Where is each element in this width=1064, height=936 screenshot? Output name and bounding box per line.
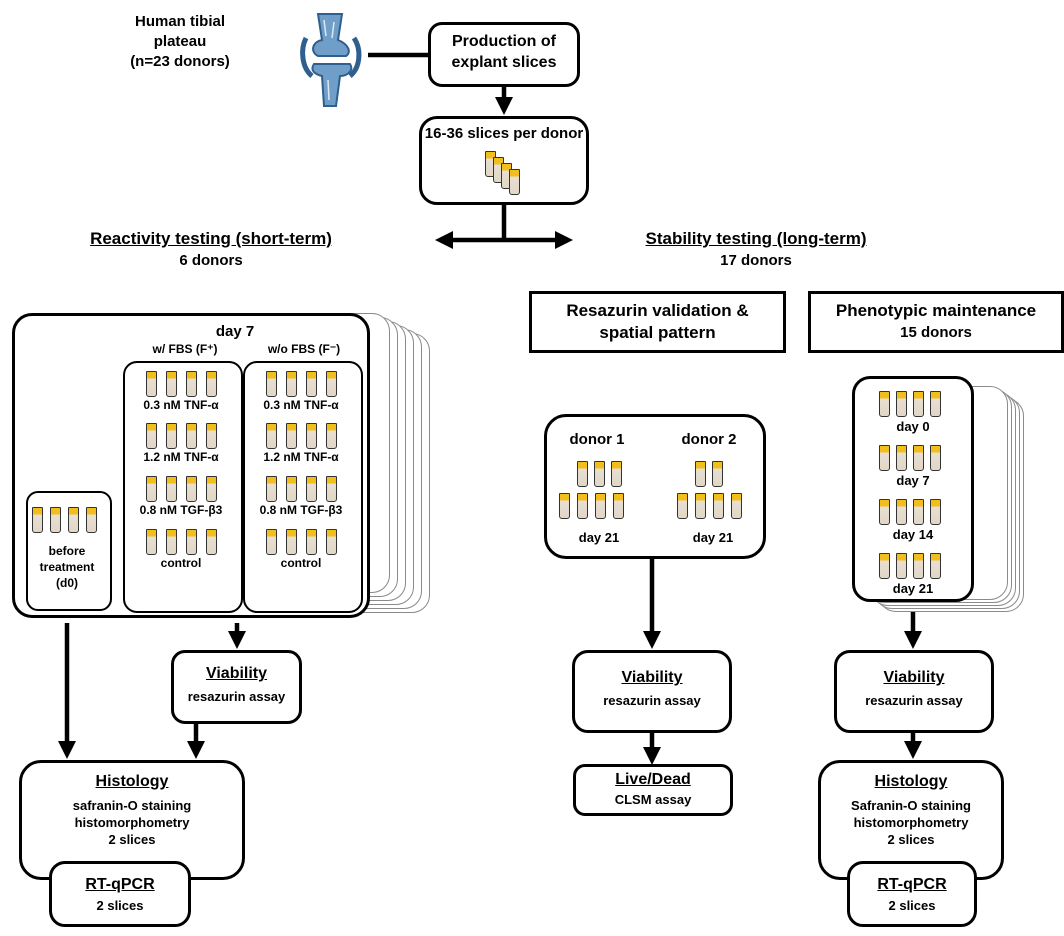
tube-row xyxy=(266,476,344,504)
viability-title: Viability xyxy=(205,665,268,682)
phenotypic-title: Phenotypic maintenance xyxy=(835,301,1037,320)
treatment-label: control xyxy=(280,556,322,570)
fbs-neg-panel: 0.3 nM TNF-α 1.2 nM TNF-α 0.8 nM TGF-β3 … xyxy=(243,361,363,613)
treatment-label: 0.8 nM TGF-β3 xyxy=(259,503,343,517)
viability-box-reactivity: Viability resazurin assay xyxy=(171,650,302,724)
livedead-box: Live/Dead CLSM assay xyxy=(573,764,733,816)
histology-title: Histology xyxy=(874,773,948,790)
donor2-day-label: day 21 xyxy=(692,530,734,545)
treatment-label: 0.3 nM TNF-α xyxy=(143,398,219,412)
tube-row xyxy=(266,529,344,557)
tube-row xyxy=(879,445,949,473)
rtqpcr-sub: 2 slices xyxy=(888,898,936,913)
before-line3: (d0) xyxy=(56,576,78,590)
histology-title: Histology xyxy=(95,773,169,790)
tube-row xyxy=(879,391,949,419)
viability-box-validation: Viability resazurin assay xyxy=(572,650,732,733)
tube-row xyxy=(266,371,344,399)
livedead-sub: CLSM assay xyxy=(614,792,692,807)
donor-comparison-box: donor 1 donor 2 day 21 day 21 xyxy=(544,414,766,559)
histology-box-right: Histology Safranin-O staining histomorph… xyxy=(818,760,1004,880)
phenotypic-donors: 15 donors xyxy=(900,324,972,341)
tube-row xyxy=(577,461,637,489)
viability-box-phenotypic: Viability resazurin assay xyxy=(834,650,994,733)
before-treatment-panel: before treatment (d0) xyxy=(26,491,112,611)
tube-row xyxy=(559,493,639,521)
rtqpcr-box-left: RT-qPCR 2 slices xyxy=(49,861,191,927)
viability-sub: resazurin assay xyxy=(187,689,286,704)
slice-stack-icon xyxy=(485,151,535,197)
tube-row xyxy=(32,507,106,535)
tube-row xyxy=(879,499,949,527)
donor1-day-label: day 21 xyxy=(578,530,620,545)
knee-joint-icon xyxy=(300,13,362,107)
stability-title: Stability testing (long-term) xyxy=(645,229,867,248)
viability-title: Viability xyxy=(621,669,683,686)
reactivity-donors: 6 donors xyxy=(179,252,243,269)
treatment-label: 0.3 nM TNF-α xyxy=(263,398,339,412)
tube-row xyxy=(695,461,735,489)
rtqpcr-sub: 2 slices xyxy=(96,898,144,913)
slices-per-donor-label: 16-36 slices per donor xyxy=(424,125,584,142)
tube-row xyxy=(146,476,224,504)
resazurin-validation-line1: Resazurin validation & xyxy=(566,301,749,320)
rtqpcr-box-right: RT-qPCR 2 slices xyxy=(847,861,977,927)
treatment-label: 0.8 nM TGF-β3 xyxy=(139,503,223,517)
phenotypic-day-label: day 21 xyxy=(892,581,934,596)
fbs-neg-label: w/o FBS (F⁻) xyxy=(267,342,341,356)
source-label-line1: Human tibial xyxy=(134,13,225,30)
reactivity-heading: Reactivity testing (short-term) 6 donors xyxy=(56,228,366,272)
phenotypic-day-label: day 7 xyxy=(896,473,930,488)
source-label-line2: plateau xyxy=(153,33,207,50)
treatment-label: 1.2 nM TNF-α xyxy=(263,450,339,464)
rtqpcr-title: RT-qPCR xyxy=(85,876,155,893)
day7-box: day 7 w/ FBS (F⁺) w/o FBS (F⁻) 0.3 nM TN… xyxy=(12,313,370,618)
stability-donors: 17 donors xyxy=(720,252,792,269)
donor1-label: donor 1 xyxy=(569,431,625,448)
tube-row xyxy=(146,371,224,399)
tube-row xyxy=(677,493,757,521)
rtqpcr-title: RT-qPCR xyxy=(877,876,947,893)
phenotypic-day-label: day 14 xyxy=(892,527,934,542)
resazurin-validation-line2: spatial pattern xyxy=(599,323,716,342)
histology-line1: safranin-O staining xyxy=(72,798,192,813)
production-box: Production of explant slices xyxy=(428,22,580,87)
phenotypic-box: Phenotypic maintenance 15 donors xyxy=(808,291,1064,353)
histology-line2: histomorphometry xyxy=(74,815,190,830)
livedead-title: Live/Dead xyxy=(615,771,691,788)
fbs-pos-panel: 0.3 nM TNF-α 1.2 nM TNF-α 0.8 nM TGF-β3 … xyxy=(123,361,243,613)
histology-line3: 2 slices xyxy=(887,832,935,847)
stability-heading: Stability testing (long-term) 17 donors xyxy=(606,228,906,272)
histology-line3: 2 slices xyxy=(108,832,156,847)
phenotypic-day-label: day 0 xyxy=(896,419,930,434)
before-line1: before xyxy=(48,544,86,558)
treatment-label: 1.2 nM TNF-α xyxy=(143,450,219,464)
tube-row xyxy=(146,423,224,451)
resazurin-validation-box: Resazurin validation & spatial pattern xyxy=(529,291,786,353)
viability-sub: resazurin assay xyxy=(865,693,963,708)
production-line2: explant slices xyxy=(451,54,557,71)
reactivity-title: Reactivity testing (short-term) xyxy=(90,229,332,248)
tube-row xyxy=(266,423,344,451)
source-label: Human tibial plateau (n=23 donors) xyxy=(120,12,240,72)
production-line1: Production of xyxy=(452,33,556,50)
donor2-label: donor 2 xyxy=(681,431,737,448)
phenotypic-days-box: day 0 day 7 day 14 day 21 xyxy=(852,376,974,602)
slices-per-donor-box: 16-36 slices per donor xyxy=(419,116,589,205)
histology-line1: Safranin-O staining xyxy=(851,798,971,813)
viability-sub: resazurin assay xyxy=(603,693,701,708)
day7-title: day 7 xyxy=(215,323,255,340)
source-label-line3: (n=23 donors) xyxy=(130,53,230,70)
tube-row xyxy=(879,553,949,581)
before-line2: treatment xyxy=(39,560,95,574)
histology-line2: histomorphometry xyxy=(853,815,969,830)
tube-row xyxy=(146,529,224,557)
treatment-label: control xyxy=(160,556,202,570)
viability-title: Viability xyxy=(883,669,945,686)
fbs-pos-label: w/ FBS (F⁺) xyxy=(152,342,218,356)
